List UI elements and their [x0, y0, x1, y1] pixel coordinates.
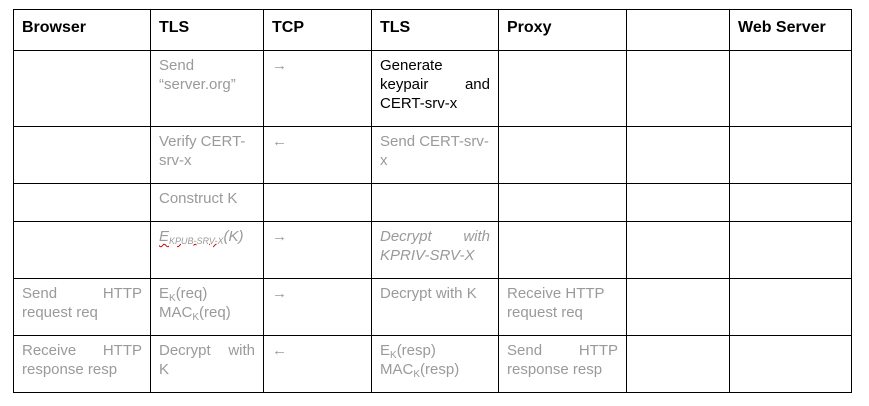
- cell-tls-client: EKPUB-SRV-X(K): [150, 221, 264, 279]
- cell-blank: [626, 221, 730, 279]
- cell-tls-client: EK(req) MACK(req): [150, 278, 264, 336]
- cell-proxy: [498, 183, 627, 222]
- header-tls-client: TLS: [150, 9, 264, 51]
- encrypt-resp-line: EK(resp): [380, 342, 436, 361]
- table-row: Verify CERT-srv-x ← Send CERT-srv-x: [13, 126, 852, 184]
- cell-tls-server: [371, 183, 499, 222]
- encrypt-req-line: EK(req): [159, 285, 208, 304]
- cell-tls-server: EK(resp) MACK(resp): [371, 335, 499, 393]
- header-tls-server: TLS: [371, 9, 499, 51]
- cell-tls-client: Construct K: [150, 183, 264, 222]
- cell-tcp-arrow: →: [263, 278, 372, 336]
- cell-proxy: [498, 221, 627, 279]
- header-web-server: Web Server: [729, 9, 852, 51]
- cell-proxy: Receive HTTP request req: [498, 278, 627, 336]
- cell-blank: [626, 126, 730, 184]
- cell-web-server: [729, 221, 852, 279]
- table-row: EKPUB-SRV-X(K) → Decrypt with KPRIV-SRV-…: [13, 221, 852, 279]
- cell-tls-client: Send “server.org”: [150, 50, 264, 127]
- cell-browser: [13, 221, 151, 279]
- cell-proxy: [498, 50, 627, 127]
- cell-web-server: [729, 50, 852, 127]
- header-tcp: TCP: [263, 9, 372, 51]
- cell-blank: [626, 335, 730, 393]
- cell-web-server: [729, 335, 852, 393]
- table-row: Construct K: [13, 183, 852, 222]
- cell-browser: [13, 126, 151, 184]
- cell-browser: Receive HTTP response resp: [13, 335, 151, 393]
- cell-tcp-arrow: [263, 183, 372, 222]
- table-row: Send HTTP request req EK(req) MACK(req) …: [13, 278, 852, 336]
- cell-browser: [13, 50, 151, 127]
- mac-req-line: MACK(req): [159, 304, 231, 323]
- cell-proxy: [498, 126, 627, 184]
- header-row: Browser TLS TCP TLS Proxy Web Server: [13, 9, 852, 51]
- header-browser: Browser: [13, 9, 151, 51]
- encrypt-pub-expr: EKPUB-SRV-X: [159, 228, 224, 246]
- mac-resp-line: MACK(resp): [380, 361, 460, 380]
- cell-tls-server: Send CERT-srv-x: [371, 126, 499, 184]
- table-row: Send “server.org” → Generate keypair and…: [13, 50, 852, 127]
- protocol-table: Browser TLS TCP TLS Proxy Web Server Sen…: [13, 9, 852, 393]
- cell-tcp-arrow: →: [263, 221, 372, 279]
- cell-tcp-arrow: ←: [263, 335, 372, 393]
- cell-tls-client: Decrypt with K: [150, 335, 264, 393]
- header-proxy: Proxy: [498, 9, 627, 51]
- cell-browser: [13, 183, 151, 222]
- cell-blank: [626, 50, 730, 127]
- cell-tls-server: Generate keypair and CERT-srv-x: [371, 50, 499, 127]
- table-row: Receive HTTP response resp Decrypt with …: [13, 335, 852, 393]
- cell-tcp-arrow: ←: [263, 126, 372, 184]
- cell-web-server: [729, 278, 852, 336]
- cell-blank: [626, 183, 730, 222]
- cell-web-server: [729, 183, 852, 222]
- cell-blank: [626, 278, 730, 336]
- cell-web-server: [729, 126, 852, 184]
- cell-tls-server: Decrypt with K: [371, 278, 499, 336]
- header-blank: [626, 9, 730, 51]
- cell-proxy: Send HTTP response resp: [498, 335, 627, 393]
- cell-tcp-arrow: →: [263, 50, 372, 127]
- cell-tls-client: Verify CERT-srv-x: [150, 126, 264, 184]
- cell-browser: Send HTTP request req: [13, 278, 151, 336]
- cell-tls-server: Decrypt with KPRIV-SRV-X: [371, 221, 499, 279]
